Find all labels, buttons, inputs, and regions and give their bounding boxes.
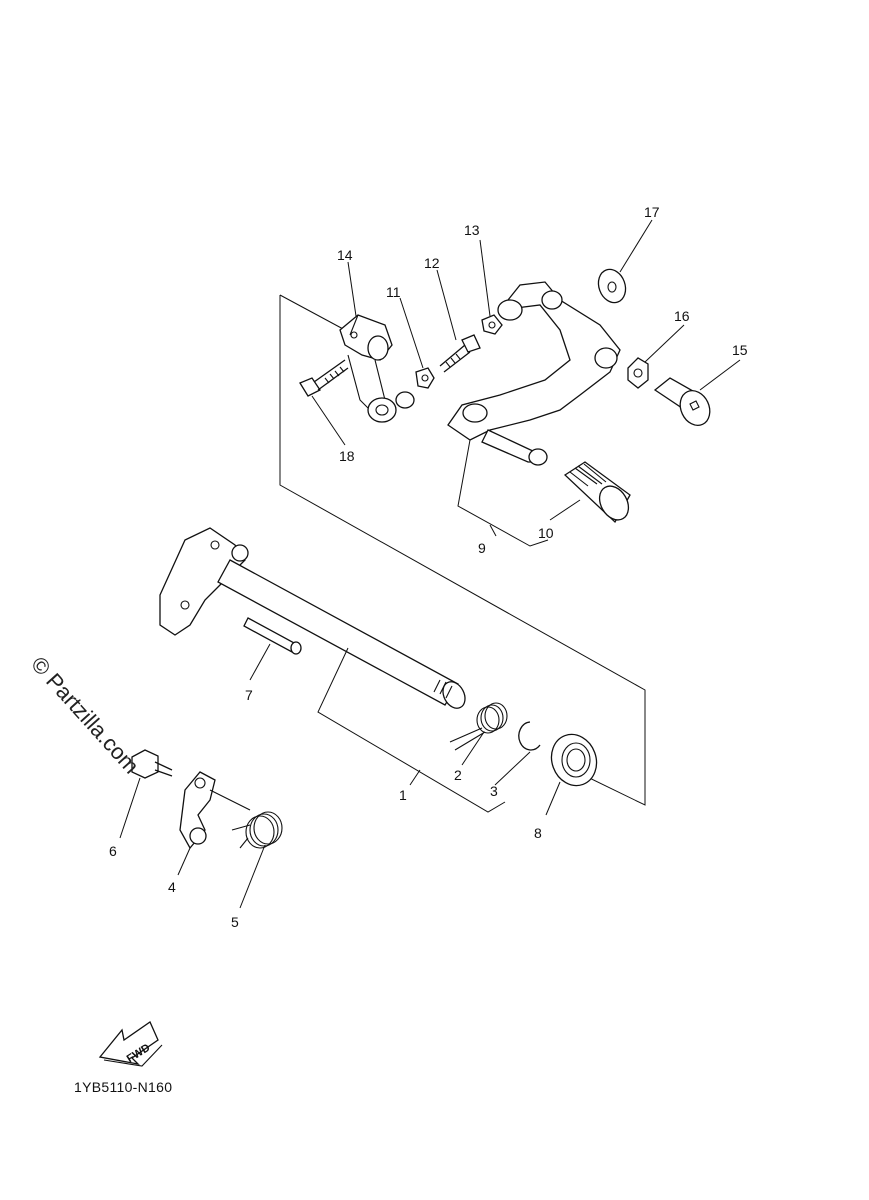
callout-1: 1 — [399, 787, 407, 803]
fwd-arrow-icon: FWD — [98, 1021, 163, 1067]
part-7-pin — [243, 617, 302, 655]
callout-11: 11 — [386, 284, 401, 300]
callout-6: 6 — [109, 843, 117, 859]
part-1-shift-shaft — [159, 527, 466, 709]
ball-joint — [367, 391, 415, 423]
part-8-oil-seal — [550, 733, 598, 787]
part-10-footrest-rubber — [563, 461, 631, 524]
part-12-bolt — [439, 334, 481, 373]
part-17-washer — [597, 268, 627, 304]
part-14-clamp — [339, 314, 393, 419]
part-5-torsion-spring — [231, 811, 283, 849]
callout-18: 18 — [339, 448, 355, 464]
part-11-nut — [415, 367, 435, 389]
callout-9: 9 — [478, 540, 486, 556]
callout-2: 2 — [454, 767, 462, 783]
watermark: © Partzilla.com — [26, 652, 144, 779]
part-3-circlip — [518, 721, 541, 751]
drawing-code: 1YB5110-N160 — [74, 1079, 172, 1095]
assembly-frame — [279, 294, 646, 806]
callout-16: 16 — [674, 308, 690, 324]
callout-labels: 1 2 3 4 5 6 7 8 9 10 11 12 13 14 15 16 1… — [109, 204, 748, 930]
callout-14: 14 — [337, 247, 353, 263]
leader-lines — [119, 219, 741, 909]
part-13-nut — [481, 314, 503, 335]
part-6-bolt — [131, 749, 173, 779]
part-18-bolt — [299, 359, 349, 397]
callout-12: 12 — [424, 255, 440, 271]
callout-10: 10 — [538, 525, 554, 541]
part-2-torsion-spring — [449, 702, 508, 751]
part-4-stopper-lever — [179, 771, 251, 850]
part-15-bolt — [653, 377, 711, 427]
part-16-washer — [627, 357, 649, 389]
callout-7: 7 — [245, 687, 253, 703]
part-9-shift-pedal — [447, 281, 621, 466]
callout-5: 5 — [231, 914, 239, 930]
callout-17: 17 — [644, 204, 660, 220]
callout-3: 3 — [490, 783, 498, 799]
callout-8: 8 — [534, 825, 542, 841]
callout-15: 15 — [732, 342, 748, 358]
callout-4: 4 — [168, 879, 176, 895]
callout-13: 13 — [464, 222, 480, 238]
